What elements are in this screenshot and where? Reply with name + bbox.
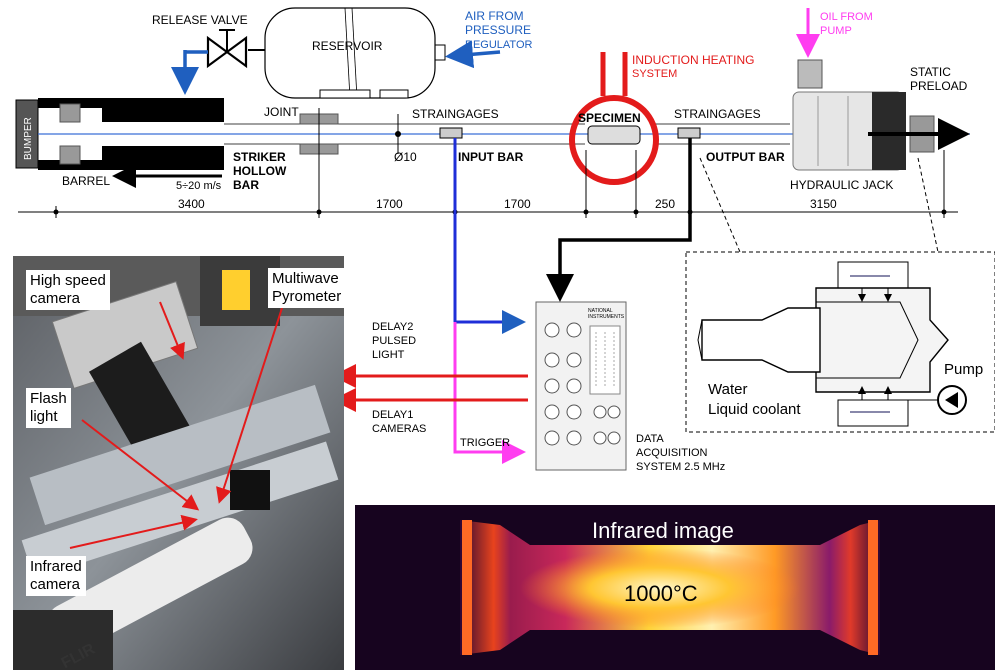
induction-system-label: SYSTEM <box>632 68 677 80</box>
preload-label: PRELOAD <box>910 79 968 93</box>
dimension-1700-b: 1700 <box>504 197 531 211</box>
pump-label: Pump <box>944 361 983 378</box>
delay2-line2: PULSED <box>372 335 416 347</box>
delay2-line3: LIGHT <box>372 349 405 361</box>
bumper-label: BUMPER <box>23 117 34 160</box>
joint-label: JOINT <box>264 105 299 119</box>
lab-photo <box>13 256 344 670</box>
liquid-coolant-label: Liquid coolant <box>708 401 801 418</box>
delay1-line1: DELAY1 <box>372 409 413 421</box>
hydraulic-jack <box>792 59 935 171</box>
joint <box>299 108 339 160</box>
diameter-label: Ø10 <box>394 150 417 164</box>
dimension-3400: 3400 <box>178 197 205 211</box>
delay2-line1: DELAY2 <box>372 321 413 333</box>
release-valve-icon <box>171 29 248 95</box>
multiwave-line2: Pyrometer <box>272 288 342 305</box>
straingage-left <box>439 127 463 139</box>
speed-label: 5÷20 m/s <box>176 180 222 192</box>
daq-data-label: DATA <box>636 433 664 445</box>
pressure-label: PRESSURE <box>465 23 531 37</box>
induction-heating-label: INDUCTION HEATING <box>632 53 754 67</box>
multiwave-line1: Multiwave <box>272 270 339 287</box>
regulator-label: REGULATOR <box>465 39 532 51</box>
reservoir-label: RESERVOIR <box>312 39 383 53</box>
oil-from-label: OIL FROM <box>820 11 873 23</box>
straingages-left-label: STRAINGAGES <box>412 107 499 121</box>
signal-wires <box>332 138 692 464</box>
daq-system-label: SYSTEM 2.5 MHz <box>636 461 725 473</box>
oil-pump-label: PUMP <box>820 25 852 37</box>
air-from-label: AIR FROM <box>465 9 524 23</box>
hollow-label: HOLLOW <box>233 164 287 178</box>
trigger-label: TRIGGER <box>460 437 510 449</box>
top-schematic: RESERVOIR RELEASE VALVE AIR FROM PRESSUR… <box>15 7 970 218</box>
daq-brand-line2: INSTRUMENTS <box>588 314 625 320</box>
infrared-camera-label: Infrared camera <box>26 556 86 596</box>
photo-arrows <box>69 301 283 549</box>
daq-box <box>535 301 627 471</box>
induction-coil <box>569 52 659 185</box>
detail-leader-2 <box>917 157 939 253</box>
static-label: STATIC <box>910 65 951 79</box>
flash-line2: light <box>30 408 58 425</box>
flash-light-label: Flash light <box>26 388 71 428</box>
infrared-title: Infrared image <box>592 518 734 543</box>
detail-leader-1 <box>699 157 741 253</box>
delay1-line2: CAMERAS <box>372 423 426 435</box>
infrared-camera-line2: camera <box>30 576 81 593</box>
infrared-temperature: 1000°C <box>624 581 698 606</box>
reservoir <box>248 7 446 99</box>
straingage-right <box>677 127 701 139</box>
multiwave-pyrometer-label: Multiwave Pyrometer <box>268 268 346 308</box>
daq-brand-line1: NATIONAL <box>588 308 613 314</box>
output-bar-label: OUTPUT BAR <box>706 150 785 164</box>
flash-line1: Flash <box>30 390 67 407</box>
barrel-label: BARREL <box>62 174 110 188</box>
high-speed-camera-line1: High speed <box>30 272 106 289</box>
striker-label: STRIKER <box>233 150 286 164</box>
infrared-camera-line1: Infrared <box>30 558 82 575</box>
daq-acquisition-label: ACQUISITION <box>636 447 708 459</box>
dimension-1700-a: 1700 <box>376 197 403 211</box>
dimension-250: 250 <box>655 197 675 211</box>
high-speed-camera-line2: camera <box>30 290 81 307</box>
input-bar-label: INPUT BAR <box>458 150 524 164</box>
specimen-label: SPECIMEN <box>578 111 641 125</box>
release-valve-label: RELEASE VALVE <box>152 13 248 27</box>
hollow-bar-label: BAR <box>233 178 259 192</box>
pump-icon <box>937 385 967 415</box>
air-arrow <box>445 40 501 69</box>
hydraulic-jack-label: HYDRAULIC JACK <box>790 178 893 192</box>
dimension-3150: 3150 <box>810 197 837 211</box>
infrared-image <box>355 505 995 670</box>
specimen <box>587 125 641 145</box>
water-label: Water <box>708 381 747 398</box>
high-speed-camera-label: High speed camera <box>26 270 110 310</box>
straingages-right-label: STRAINGAGES <box>674 107 761 121</box>
